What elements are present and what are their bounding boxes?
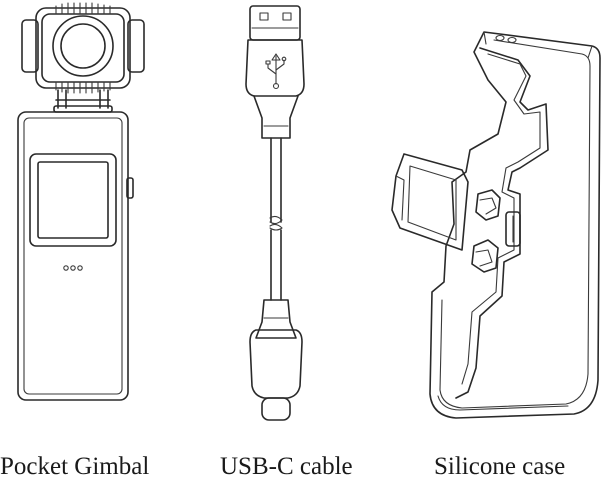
silicone-case-icon: [392, 32, 600, 418]
usb-c-cable-icon: [246, 6, 304, 420]
caption-usb-c-cable: USB-C cable: [220, 453, 353, 480]
caption-silicone-case: Silicone case: [434, 453, 566, 480]
pocket-gimbal-icon: [18, 3, 144, 400]
caption-pocket-gimbal: Pocket Gimbal: [0, 453, 150, 480]
